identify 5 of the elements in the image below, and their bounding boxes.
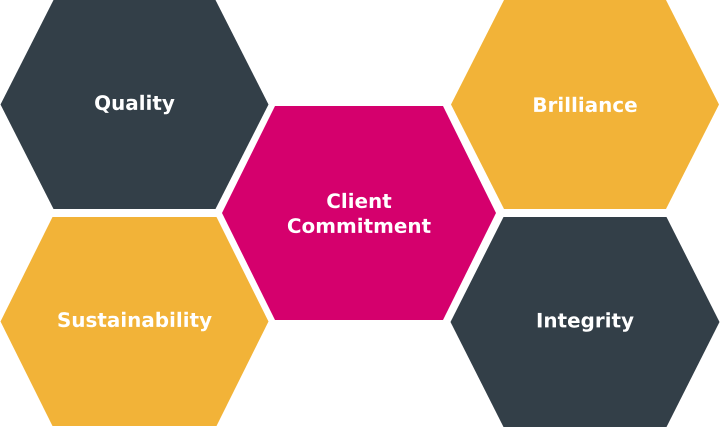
hexagon: Client Commitment [222,106,496,320]
hexagon: Sustainability [0,217,268,426]
hexagon: Integrity [450,217,720,427]
hexagon: Brilliance [451,0,719,209]
hexagon: Quality [0,0,268,209]
